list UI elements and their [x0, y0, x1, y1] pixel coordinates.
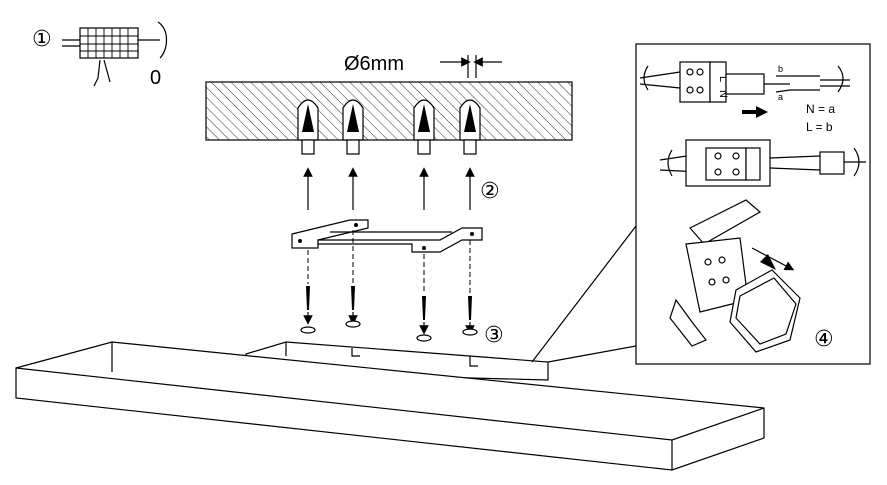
terminal-l-label: L: [717, 76, 729, 82]
neutral-wire-label: N = a: [806, 102, 835, 116]
screw-icon: [345, 286, 361, 328]
switch-off-icon: [157, 21, 168, 59]
wall-anchor: [297, 99, 319, 155]
luminaire-panel: [15, 341, 765, 471]
guide-lines: [307, 230, 471, 294]
connector-top: L N b a: [639, 61, 850, 103]
hole-diameter-label: Ø6mm: [344, 53, 404, 75]
ceiling-section: Ø6mm: [205, 53, 573, 155]
wall-anchor: [342, 99, 364, 155]
up-arrows: [303, 167, 475, 210]
step1-number: ①: [32, 27, 52, 52]
wall-anchor: [459, 99, 481, 155]
power-off-label: 0: [150, 67, 161, 89]
hand-icon: [93, 59, 111, 87]
left-arrow-icon: [742, 106, 768, 118]
step4-number: ④: [814, 327, 834, 352]
terminal-block-icon: [79, 27, 139, 59]
wall-anchor: [413, 99, 435, 155]
terminal-n-label: N: [717, 90, 729, 98]
screw-icon: [300, 286, 316, 334]
connector-middle: [659, 139, 866, 187]
step1-terminal-icon: ① 0: [32, 21, 168, 89]
mounting-bracket: [291, 219, 483, 253]
insert-arrow-icon: [751, 247, 795, 271]
step3-number: ③: [484, 323, 504, 348]
wire-a-label: a: [778, 92, 783, 102]
screws: [300, 286, 478, 342]
screw-icon: [462, 296, 478, 336]
ceiling-hatched: [205, 81, 573, 141]
live-wire-label: L = b: [806, 120, 833, 134]
wire-b-label: b: [778, 64, 783, 74]
wiring-inset: L N b a N = a L = b: [635, 43, 871, 365]
callout-line: [531, 225, 637, 363]
screw-icon: [416, 296, 432, 342]
connector-bottom: [669, 199, 801, 353]
callout-line: [547, 345, 637, 363]
step2-number: ②: [480, 179, 500, 204]
